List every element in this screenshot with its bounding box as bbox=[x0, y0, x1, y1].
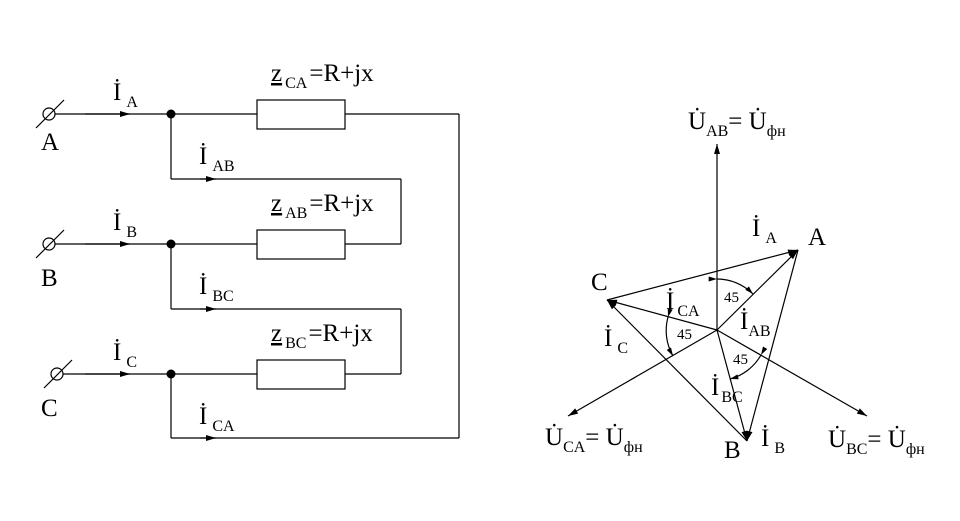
vertex-label-a: A bbox=[808, 224, 826, 251]
angle-arc-ca bbox=[665, 308, 674, 357]
angle-label-ca: 45 bbox=[677, 327, 692, 343]
impedance-z-bc bbox=[256, 359, 346, 390]
phasor-u-bc bbox=[716, 329, 868, 417]
impedance-z-ca bbox=[256, 99, 346, 130]
label-phasor-iab: İAB bbox=[740, 308, 771, 340]
phasor-diagram: 45 45 45 A B C U̇AB= U̇фн U̇BC= U̇фн U̇C… bbox=[545, 107, 925, 464]
phasor-i-ca bbox=[606, 299, 718, 331]
phasor-i-b bbox=[746, 249, 799, 442]
label-u-ab: U̇AB= U̇фн bbox=[688, 107, 786, 140]
terminal-label-b: B bbox=[41, 265, 58, 292]
phasor-i-a bbox=[606, 249, 799, 301]
angle-label-ab: 45 bbox=[724, 290, 739, 306]
phasor-i-c bbox=[606, 299, 748, 442]
label-u-ca: U̇CA= U̇фн bbox=[545, 423, 643, 456]
phasor-u-ca bbox=[567, 329, 718, 417]
phasor-i-ab bbox=[716, 249, 799, 331]
terminal-label-c: C bbox=[41, 395, 58, 422]
phasor-i-bc bbox=[716, 329, 748, 442]
terminal-label-a: A bbox=[41, 129, 59, 156]
vertex-label-c: C bbox=[591, 269, 608, 296]
vertex-label-b: B bbox=[724, 437, 741, 464]
angle-arc-ab bbox=[708, 276, 754, 295]
angle-arc-bc bbox=[729, 346, 768, 380]
angle-label-bc: 45 bbox=[733, 352, 748, 368]
label-u-bc: U̇BC= U̇фн bbox=[828, 425, 925, 458]
impedance-z-ab bbox=[256, 229, 346, 260]
